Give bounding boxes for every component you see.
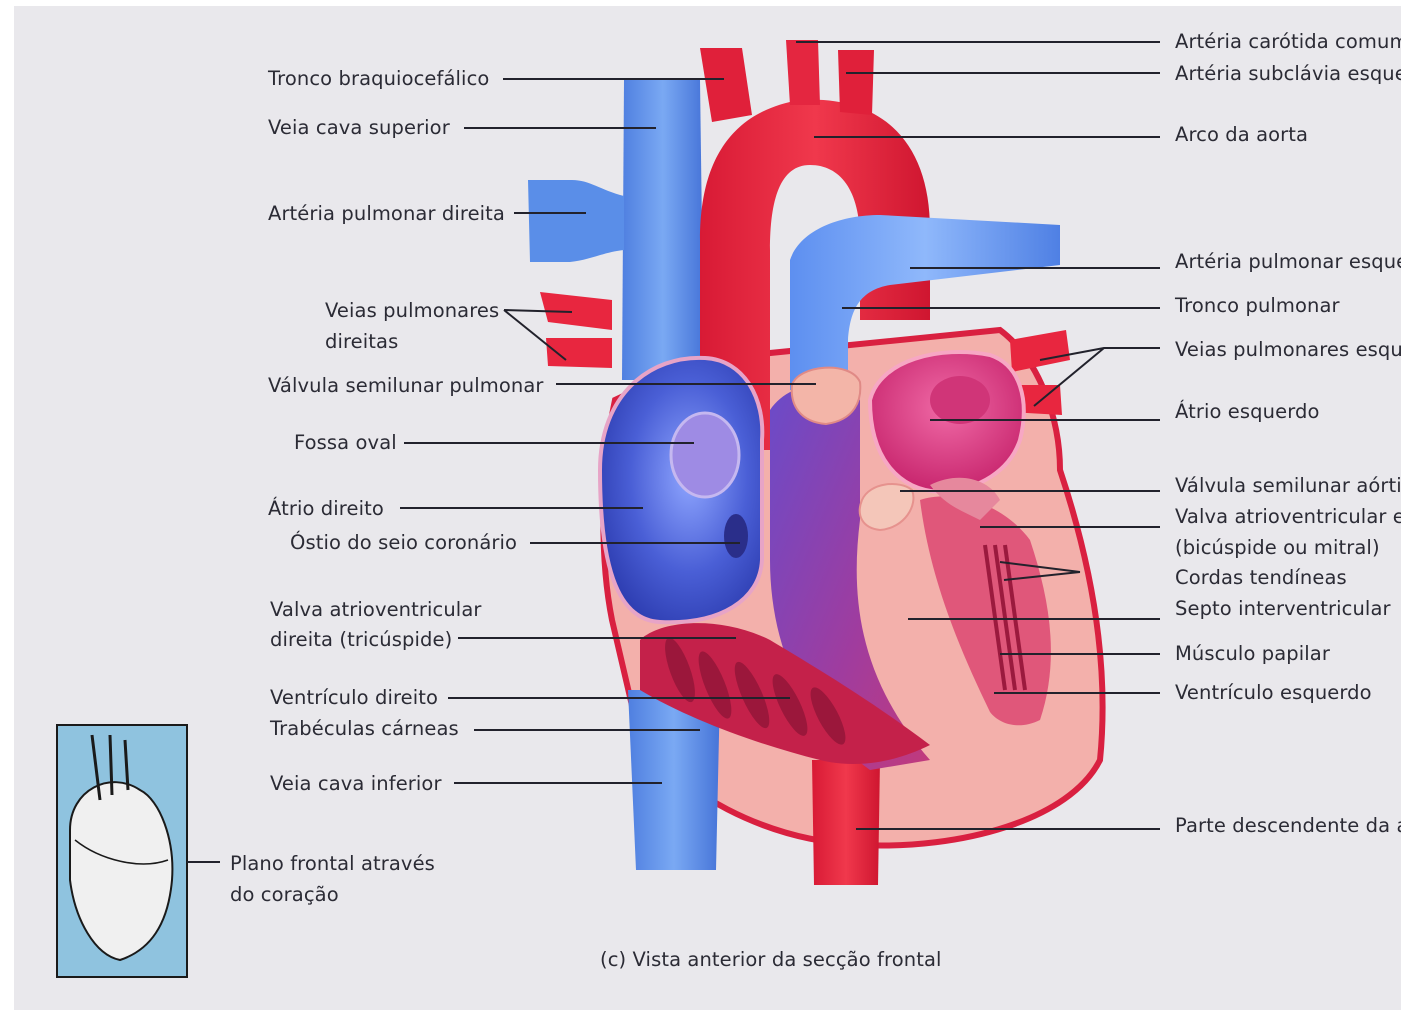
label-valva-av-direita-line2: direita (tricúspide) bbox=[270, 628, 452, 651]
left-common-carotid bbox=[786, 40, 820, 105]
label-septo-interventricular: Septo interventricular bbox=[1175, 597, 1391, 620]
label-plano-frontal-line1: Plano frontal através bbox=[230, 852, 435, 875]
label-tronco-braquiocefalico: Tronco braquiocefálico bbox=[267, 67, 489, 90]
label-arteria-pulmonar-esquerda: Artéria pulmonar esquer bbox=[1175, 250, 1401, 273]
label-trabeculas-carneas: Trabéculas cárneas bbox=[269, 717, 459, 740]
label-atrio-direito: Átrio direito bbox=[268, 497, 384, 520]
label-valvula-semilunar-aortica: Válvula semilunar aórtic bbox=[1175, 474, 1401, 497]
label-valva-av-esquerda-line2: (bicúspide ou mitral) bbox=[1175, 536, 1380, 559]
brachiocephalic-trunk bbox=[700, 48, 752, 122]
right-pulmonary-artery bbox=[528, 180, 624, 262]
labels-right: Artéria carótida comum Artéria subclávia… bbox=[1174, 30, 1401, 837]
label-arco-aorta: Arco da aorta bbox=[1175, 123, 1308, 146]
coronary-sinus-opening bbox=[724, 514, 748, 558]
heart-anatomy bbox=[528, 40, 1103, 885]
label-arteria-carotida-comum: Artéria carótida comum bbox=[1175, 30, 1401, 53]
label-veias-pulmonares-direitas-line1: Veias pulmonares bbox=[325, 299, 499, 322]
label-parte-descendente-aorta: Parte descendente da a bbox=[1175, 814, 1401, 837]
labels-left: Tronco braquiocefálico Veia cava superio… bbox=[267, 67, 544, 795]
label-valva-av-direita-line1: Valva atrioventricular bbox=[270, 598, 482, 621]
label-musculo-papilar: Músculo papilar bbox=[1175, 642, 1331, 665]
label-veias-pulmonares-direitas-line2: direitas bbox=[325, 330, 398, 353]
inset-thumbnail bbox=[57, 725, 220, 977]
label-cordas-tendineas: Cordas tendíneas bbox=[1175, 566, 1347, 589]
label-fossa-oval: Fossa oval bbox=[294, 431, 397, 454]
fossa-ovalis-shape bbox=[671, 413, 739, 497]
descending-aorta bbox=[812, 760, 880, 885]
figure-caption: (c) Vista anterior da secção frontal bbox=[600, 948, 942, 971]
label-ventriculo-direito: Ventrículo direito bbox=[270, 686, 438, 709]
label-tronco-pulmonar: Tronco pulmonar bbox=[1174, 294, 1341, 317]
label-valva-av-esquerda-line1: Valva atrioventricular es bbox=[1175, 505, 1401, 528]
label-ostio-seio-coronario: Óstio do seio coronário bbox=[290, 530, 517, 554]
label-veia-cava-superior: Veia cava superior bbox=[268, 116, 451, 139]
label-valvula-semilunar-pulmonar: Válvula semilunar pulmonar bbox=[268, 374, 544, 397]
left-subclavian bbox=[838, 50, 874, 115]
label-veias-pulmonares-esquerdas: Veias pulmonares esque bbox=[1175, 338, 1401, 361]
label-arteria-subclavia: Artéria subclávia esquerd bbox=[1175, 62, 1401, 85]
label-arteria-pulmonar-direita: Artéria pulmonar direita bbox=[268, 202, 505, 225]
label-ventriculo-esquerdo: Ventrículo esquerdo bbox=[1175, 681, 1372, 704]
right-pulmonary-veins bbox=[540, 292, 612, 368]
label-atrio-esquerdo: Átrio esquerdo bbox=[1175, 400, 1319, 423]
left-atrium-inner bbox=[930, 376, 990, 424]
superior-vena-cava bbox=[622, 80, 704, 380]
right-atrium-shape bbox=[600, 358, 762, 622]
left-atrium-shape bbox=[870, 352, 1024, 492]
label-veia-cava-inferior: Veia cava inferior bbox=[270, 772, 442, 795]
label-plano-frontal-line2: do coração bbox=[230, 883, 339, 906]
